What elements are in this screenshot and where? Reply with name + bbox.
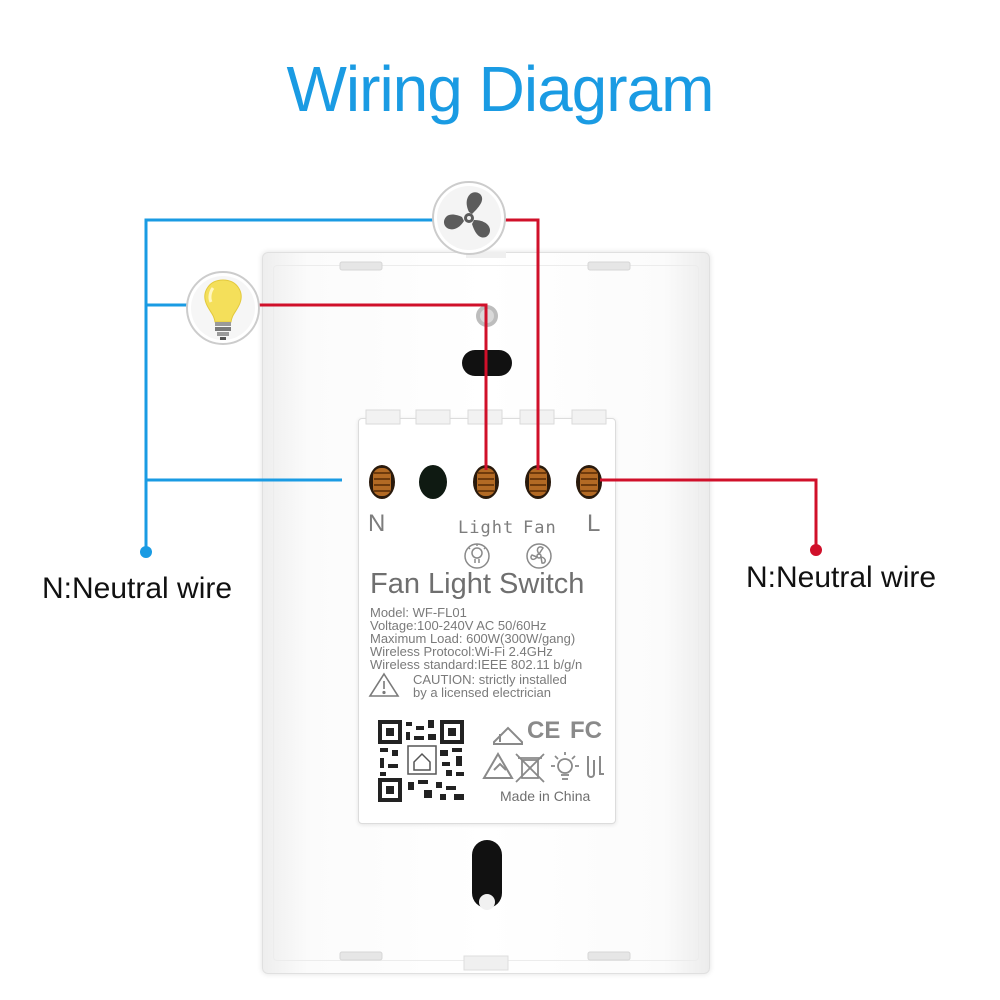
spec-model: Model: WF-FL01 xyxy=(370,605,467,620)
rcm-icon xyxy=(482,752,514,779)
fan-load-wire xyxy=(505,218,540,470)
top-center-notch xyxy=(466,252,506,258)
terminal-n xyxy=(369,465,395,499)
bottom-left-clip xyxy=(339,951,383,961)
light-load-wire xyxy=(258,303,488,470)
weee-bin-icon xyxy=(515,753,545,783)
caution-line-1: CAUTION: strictly installed xyxy=(413,672,567,687)
terminal-tab xyxy=(365,409,401,425)
spec-voltage: Voltage:100-240V AC 50/60Hz xyxy=(370,618,547,633)
made-in-label: Made in China xyxy=(500,788,591,804)
ul-mark-icon xyxy=(587,756,604,778)
light-bulb-icon xyxy=(186,271,260,345)
terminal-label-fan: Fan xyxy=(523,518,557,538)
terminal-l xyxy=(576,465,602,499)
terminal-light xyxy=(473,465,499,499)
terminal-label-l: L xyxy=(587,510,601,537)
terminal-empty xyxy=(419,465,447,499)
caution-line-2: by a licensed electrician xyxy=(413,685,552,700)
terminal-label-n: N xyxy=(368,510,386,537)
product-name: Fan Light Switch xyxy=(370,568,585,600)
fan-neutral-wire xyxy=(144,218,433,550)
terminal-fan xyxy=(525,465,551,499)
warning-icon xyxy=(368,672,400,697)
neutral-wires xyxy=(144,218,433,550)
bulb-outline-icon xyxy=(464,543,490,569)
spec-max-load: Maximum Load: 600W(300W/gang) xyxy=(370,631,576,646)
bottom-right-clip xyxy=(587,951,631,961)
bulb-outline-icon xyxy=(551,752,579,780)
fcc-mark: FC xyxy=(570,717,602,744)
ce-mark: CE xyxy=(527,717,561,744)
spec-protocol: Wireless Protocol:Wi-Fi 2.4GHz xyxy=(370,644,553,659)
top-left-clip xyxy=(339,261,383,271)
terminal-tab xyxy=(415,409,451,425)
live-terminal-dot xyxy=(810,544,822,556)
diagram-title: Wiring Diagram xyxy=(286,53,715,125)
live-wires xyxy=(258,218,818,548)
terminal-tab xyxy=(571,409,607,425)
house-icon xyxy=(493,726,523,745)
neutral-terminal-dot xyxy=(140,546,152,558)
live-input-wire xyxy=(600,478,818,548)
spec-standard: Wireless standard:IEEE 802.11 b/g/n xyxy=(370,657,583,672)
bottom-center-notch xyxy=(463,955,509,971)
right-wire-label: N:Neutral wire xyxy=(746,561,937,594)
lower-mount-slot xyxy=(472,840,502,908)
left-wire-label: N:Neutral wire xyxy=(42,572,233,605)
qr-code xyxy=(378,720,464,802)
fan-icon xyxy=(432,181,506,255)
top-right-clip xyxy=(587,261,631,271)
terminal-label-light: Light xyxy=(458,518,515,538)
fan-outline-icon xyxy=(526,543,552,569)
